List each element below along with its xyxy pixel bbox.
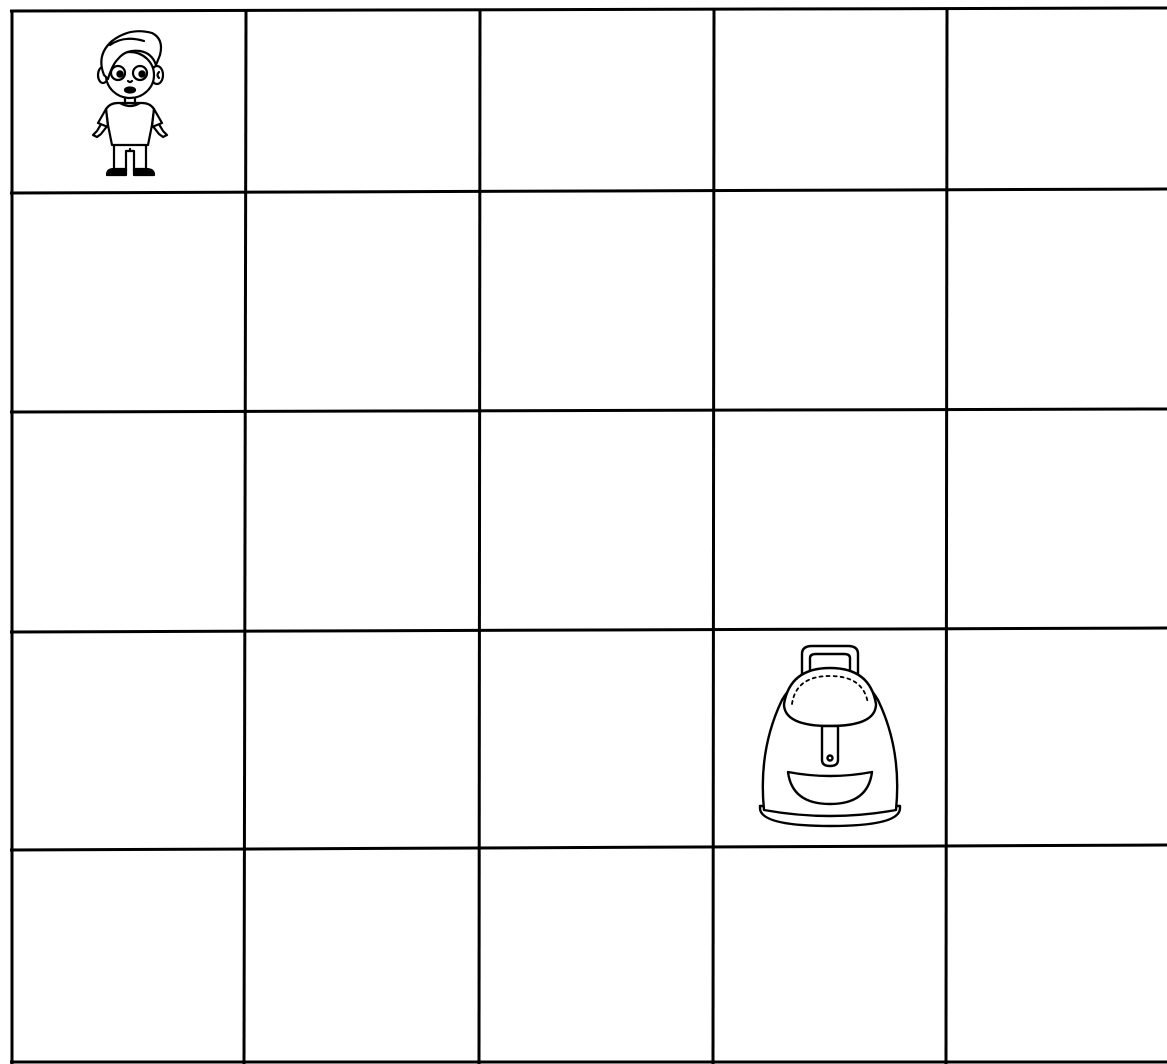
grid-cell-r1-c4 (714, 10, 947, 191)
grid-cell-r5-c3 (480, 848, 714, 1063)
grid-cell-r1-c3 (480, 10, 714, 191)
grid-cell-r4-c5 (947, 630, 1167, 848)
grid-cell-r2-c4 (714, 191, 947, 411)
grid-line-v (244, 10, 246, 1064)
grid-cell-r1-c5 (947, 10, 1167, 191)
grid-cell-r2-c5 (947, 191, 1167, 411)
grid-cell-r2-c2 (245, 191, 480, 411)
grid-cell-r2-c3 (480, 191, 714, 411)
grid-cell-r5-c1 (12, 848, 245, 1063)
grid-cell-r2-c1 (12, 191, 245, 411)
grid-cells (12, 10, 1167, 1063)
grid-cell-r5-c5 (947, 848, 1167, 1063)
grid-line-v (946, 8, 947, 1064)
grid-cell-r4-c1 (12, 630, 245, 848)
grid-cell-r3-c4 (714, 411, 947, 630)
grid-line-v (713, 9, 714, 1064)
grid-cell-r3-c3 (480, 411, 714, 630)
grid-line-v (479, 10, 480, 1064)
grid-cell-r5-c4 (714, 848, 947, 1063)
grid-cell-r4-c3 (480, 630, 714, 848)
grid-cell-r3-c1 (12, 411, 245, 630)
grid-cell-r1-c2 (245, 10, 480, 191)
grid-cell-r5-c2 (245, 848, 480, 1063)
grid-cell-r3-c5 (947, 411, 1167, 630)
grid-cell-r3-c2 (245, 411, 480, 630)
grid-cell-r4-c2 (245, 630, 480, 848)
